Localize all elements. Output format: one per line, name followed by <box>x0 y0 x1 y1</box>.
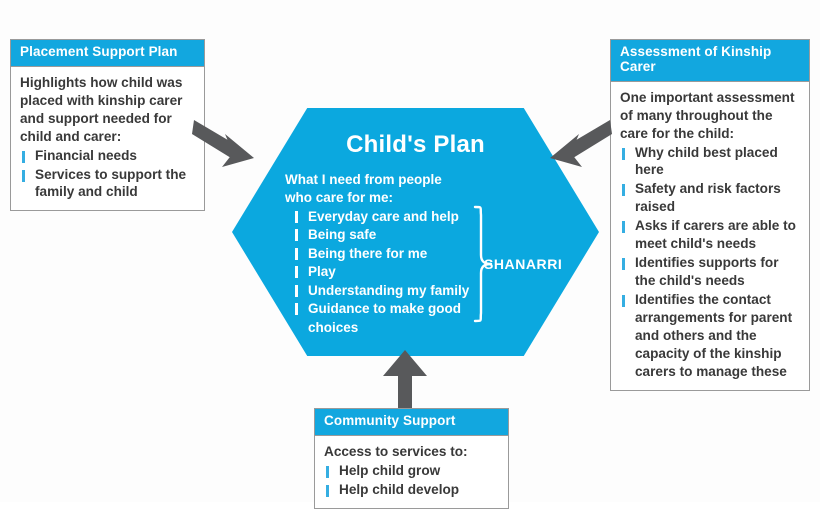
list-item: Services to support the family and child <box>20 166 195 202</box>
card-bullets-community-support: Help child grow Help child develop <box>324 462 499 499</box>
card-intro-placement-support-plan: Highlights how child was placed with kin… <box>20 74 183 144</box>
list-item: Play <box>294 263 499 281</box>
list-item: Understanding my family <box>294 282 499 300</box>
card-community-support: Community Support Access to services to:… <box>314 408 509 509</box>
card-bullets-assessment-of-kinship-carer: Why child best placed here Safety and ri… <box>620 144 800 381</box>
card-intro-assessment-of-kinship-carer: One important assessment of many through… <box>620 89 795 141</box>
arrow-up-icon <box>383 350 427 408</box>
hexagon-intro-line2: who care for me: <box>285 189 394 205</box>
hexagon-needs-list: Everyday care and help Being safe Being … <box>294 208 499 337</box>
list-item: Safety and risk factors raised <box>620 180 800 216</box>
list-item: Identifies supports for the child's need… <box>620 254 800 290</box>
list-item: Help child grow <box>324 462 499 480</box>
list-item: Guidance to make good choices <box>294 300 499 337</box>
card-placement-support-plan: Placement Support Plan Highlights how ch… <box>10 39 205 212</box>
arrow-left-icon <box>192 120 254 167</box>
card-header-placement-support-plan: Placement Support Plan <box>11 40 204 67</box>
card-body-placement-support-plan: Highlights how child was placed with kin… <box>11 67 204 211</box>
hexagon-shape <box>232 108 599 356</box>
list-item: Being safe <box>294 226 499 244</box>
list-item: Why child best placed here <box>620 144 800 180</box>
card-header-assessment-of-kinship-carer: Assessment of Kinship Carer <box>611 40 809 82</box>
list-item: Identifies the contact arrangements for … <box>620 291 800 381</box>
card-intro-community-support: Access to services to: <box>324 443 468 459</box>
hexagon-intro-line1: What I need from people <box>285 172 442 187</box>
page-title: Child's Plan <box>346 131 485 158</box>
arrow-right-icon <box>550 120 612 167</box>
hexagon-content: Child's Plan What I need from people who… <box>232 108 599 356</box>
card-body-assessment-of-kinship-carer: One important assessment of many through… <box>611 82 809 390</box>
list-item: Being there for me <box>294 245 499 263</box>
shanarri-label: SHANARRI <box>484 256 563 272</box>
list-item: Everyday care and help <box>294 208 499 226</box>
hexagon-intro: What I need from people who care for me: <box>285 171 500 207</box>
card-header-community-support: Community Support <box>315 409 508 436</box>
card-body-community-support: Access to services to: Help child grow H… <box>315 436 508 508</box>
list-item: Help child develop <box>324 481 499 499</box>
list-item: Financial needs <box>20 147 195 165</box>
card-assessment-of-kinship-carer: Assessment of Kinship Carer One importan… <box>610 39 810 391</box>
card-bullets-placement-support-plan: Financial needs Services to support the … <box>20 147 195 202</box>
list-item: Asks if carers are able to meet child's … <box>620 217 800 253</box>
curly-brace-icon <box>473 205 493 323</box>
